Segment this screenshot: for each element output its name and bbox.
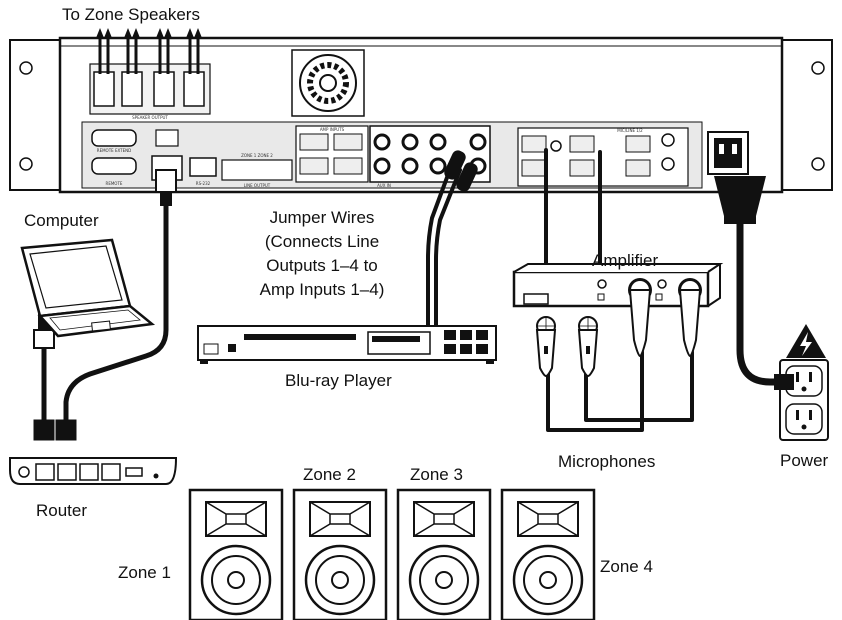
rear-panel: SPEAKER OUTPUT REMOTE EXTEND REMOTE RS-2… <box>9 28 833 194</box>
fan-icon <box>291 49 365 117</box>
play-button[interactable] <box>460 330 472 340</box>
rca-jack[interactable] <box>429 133 447 151</box>
jumper-wires-line: Outputs 1–4 to <box>266 256 378 275</box>
db9-port[interactable] <box>91 157 137 175</box>
amp-inputs-block: AMP INPUTS <box>295 125 369 183</box>
rca-jack[interactable] <box>373 157 391 175</box>
rs232-port[interactable] <box>189 157 217 177</box>
next-button[interactable] <box>476 344 488 354</box>
power-plug <box>714 176 766 224</box>
line-output-print: LINE OUTPUT <box>244 183 271 188</box>
zone-2-label: Zone 2 <box>303 465 356 484</box>
arrow-up-icon <box>96 28 202 38</box>
prev-button[interactable] <box>444 344 456 354</box>
rca-plug <box>444 150 478 192</box>
power-button[interactable] <box>203 343 219 355</box>
remote-extend-print: REMOTE EXTEND <box>97 148 131 153</box>
bluray-player <box>197 325 497 364</box>
usb-port[interactable] <box>125 467 143 477</box>
speaker-wires <box>98 36 200 74</box>
eject-button[interactable] <box>444 330 456 340</box>
microphone-icon <box>535 316 557 378</box>
zone-speaker-icon <box>292 488 388 620</box>
rack-screw-icon <box>811 61 825 75</box>
rack-ear-left <box>9 39 67 191</box>
zone-speaker-icon <box>396 488 492 620</box>
laptop-icon <box>20 238 156 338</box>
mic-cable <box>546 350 644 432</box>
rack-screw-icon <box>811 157 825 171</box>
gain-knob[interactable] <box>661 133 675 147</box>
rca-jack[interactable] <box>373 133 391 151</box>
speaker-terminal[interactable] <box>93 71 115 107</box>
mic-line-print: MIC/LINE 1/2 <box>617 128 643 133</box>
zone-1-2-print: ZONE 1 ZONE 2 <box>241 153 273 158</box>
db9-port[interactable] <box>91 129 137 147</box>
jumper-wires-line: Jumper Wires <box>269 208 375 227</box>
ethernet-plug <box>33 169 177 441</box>
power-label: Power <box>780 451 829 470</box>
rca-jack[interactable] <box>401 157 419 175</box>
ethernet-cable <box>63 197 169 423</box>
ac-inlet <box>707 131 749 175</box>
amplifier <box>512 263 724 308</box>
usb-port[interactable] <box>228 344 236 352</box>
stop-button[interactable] <box>476 330 488 340</box>
amp-inputs-print: AMP INPUTS <box>320 127 345 132</box>
gain-knob[interactable] <box>661 157 675 171</box>
rca-jack[interactable] <box>401 133 419 151</box>
bluray-display <box>367 331 431 355</box>
rca-block: AUX IN <box>369 125 491 188</box>
jumper-wires-line: (Connects Line <box>264 232 380 251</box>
jumper-wires-label: Jumper Wires (Connects Line Outputs 1–4 … <box>222 206 422 302</box>
rack-screw-icon <box>19 157 33 171</box>
amp-knob[interactable] <box>657 279 667 289</box>
line-output-block: ZONE 1 ZONE 2 LINE OUTPUT <box>221 153 293 188</box>
zone-3-label: Zone 3 <box>410 465 463 484</box>
zone-1-label: Zone 1 <box>118 563 171 582</box>
rca-jack[interactable] <box>469 133 487 151</box>
mic-cable <box>584 350 694 422</box>
gain-knob[interactable] <box>550 140 562 152</box>
amplifier-label: Amplifier <box>592 251 659 270</box>
microphone-icon <box>577 316 599 378</box>
speaker-output-print: SPEAKER OUTPUT <box>132 115 168 120</box>
router-port[interactable] <box>101 463 121 481</box>
router-icon <box>9 457 178 485</box>
mute-connector[interactable] <box>155 129 179 147</box>
remote-print: REMOTE <box>106 181 123 186</box>
pause-button[interactable] <box>460 344 472 354</box>
amp-knob[interactable] <box>597 279 607 289</box>
power-cable <box>736 214 794 386</box>
speaker-terminal[interactable] <box>153 71 175 107</box>
router-port[interactable] <box>79 463 99 481</box>
router-port[interactable] <box>57 463 77 481</box>
rs232-print: RS-232 <box>196 181 211 186</box>
zone-4-label: Zone 4 <box>600 557 653 576</box>
rca-jack[interactable] <box>429 157 447 175</box>
microphones-label: Microphones <box>558 452 656 471</box>
rca-cable <box>434 168 462 332</box>
disc-tray[interactable] <box>244 334 356 340</box>
bluray-player-label: Blu-ray Player <box>285 371 392 390</box>
aux-in-print: AUX IN <box>377 183 391 188</box>
high-voltage-icon <box>786 324 826 358</box>
rack-screw-icon <box>19 61 33 75</box>
router-port[interactable] <box>35 463 55 481</box>
mic-line-block: MIC/LINE 1/2 <box>517 127 689 187</box>
jumper-wires-line: Amp Inputs 1–4) <box>259 280 385 299</box>
speaker-terminal[interactable] <box>121 71 143 107</box>
zone-speaker-icon <box>188 488 284 620</box>
wall-outlet <box>774 359 829 441</box>
xlr-plug <box>628 289 702 358</box>
computer-label: Computer <box>24 211 99 230</box>
zone-speaker-icon <box>500 488 596 620</box>
cables <box>41 148 794 432</box>
to-zone-speakers-label: To Zone Speakers <box>62 5 200 24</box>
speaker-terminal[interactable] <box>183 71 205 107</box>
router-label: Router <box>36 501 88 520</box>
rca-cable <box>426 162 454 332</box>
